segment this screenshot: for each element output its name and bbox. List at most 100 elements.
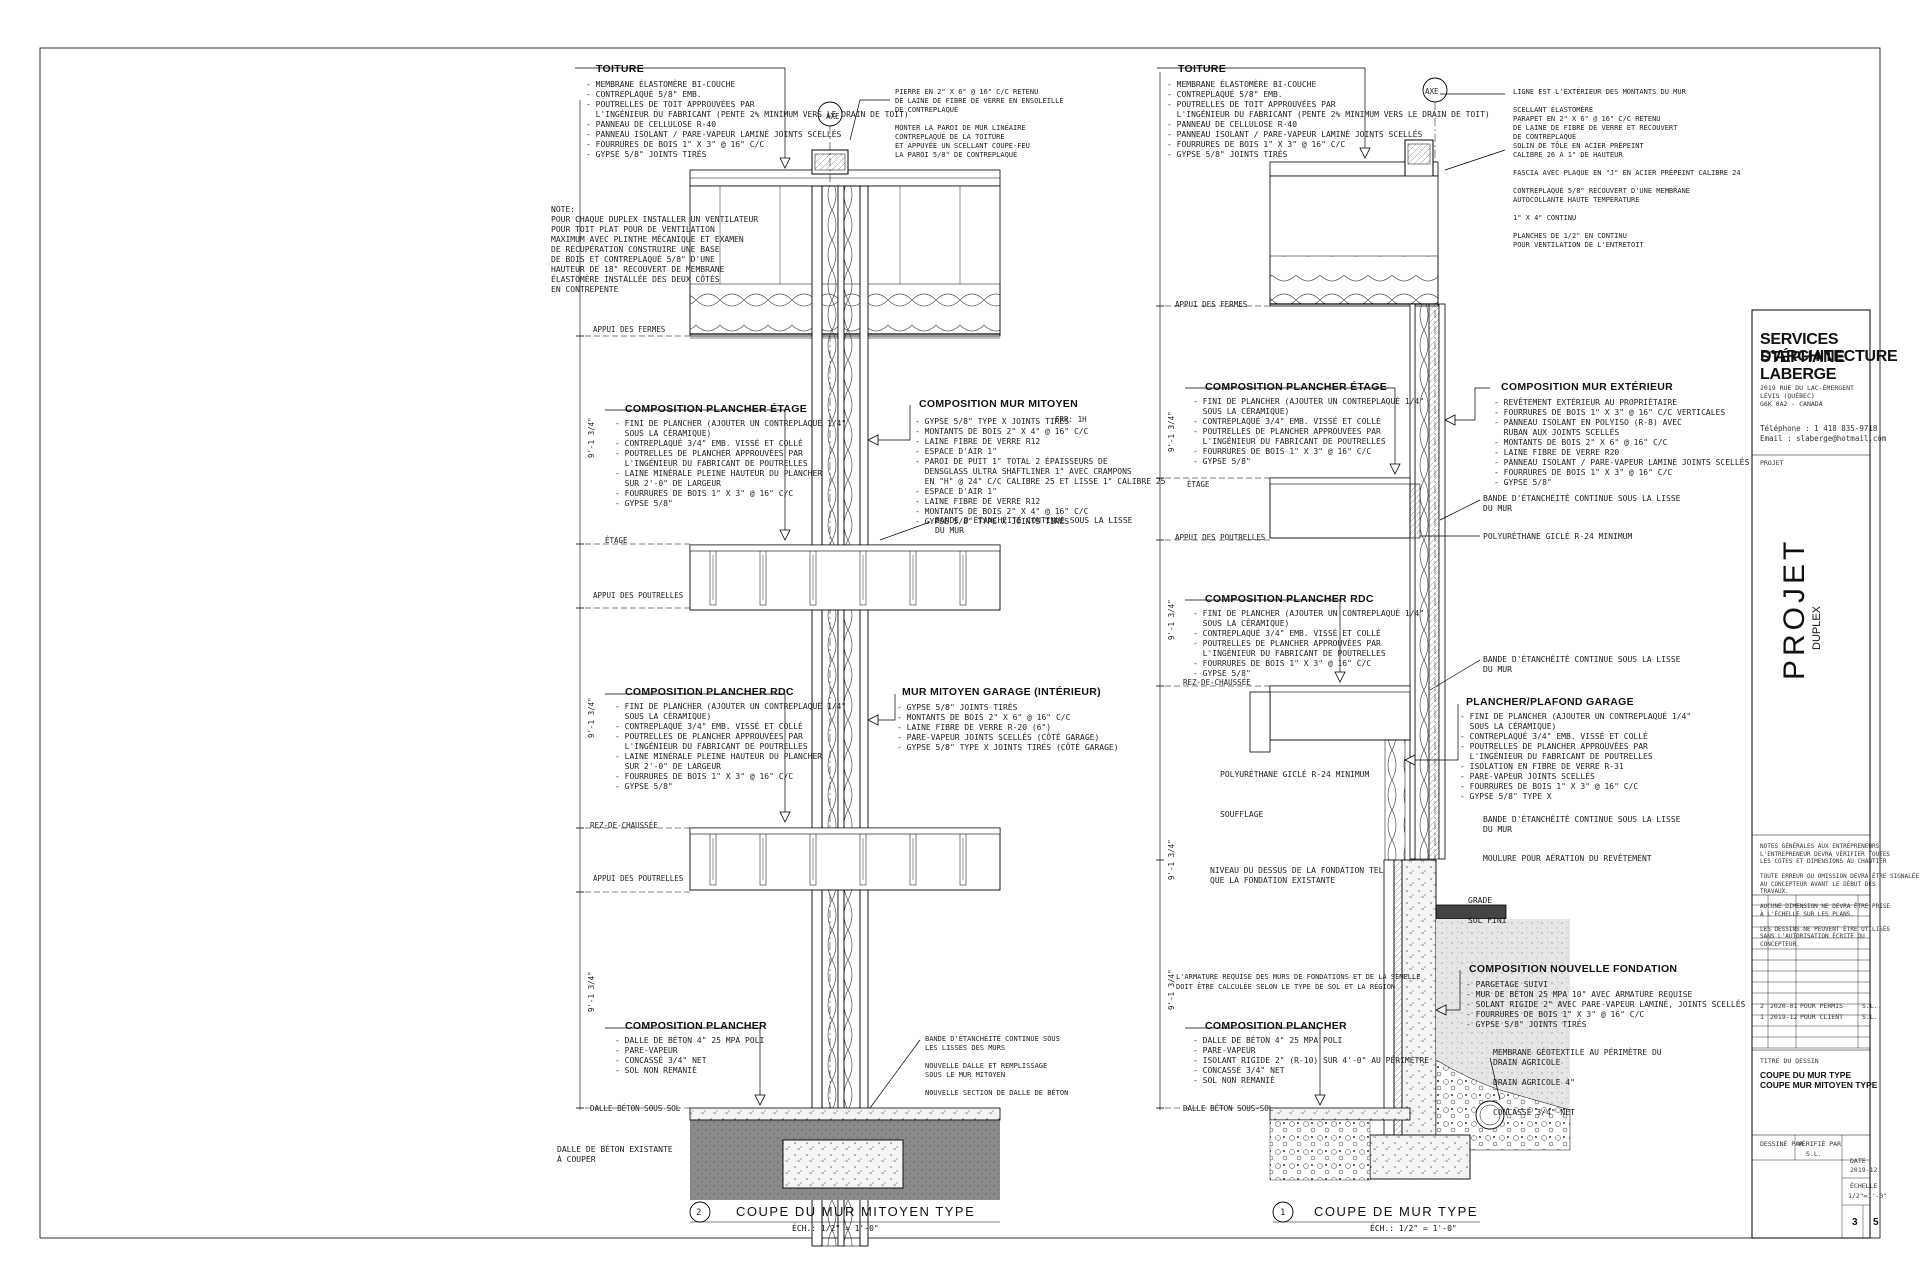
- left-roof-text: - MEMBRANE ÉLASTOMÈRE BI-COUCHE - CONTRE…: [586, 80, 909, 159]
- left-parapet-leader: [849, 99, 890, 141]
- right-floor-base-arrow: [1314, 1094, 1326, 1106]
- right-dim-3: 9'-1 3/4": [1167, 839, 1176, 880]
- left-level-appui-fermes: APPUI DES FERMES: [593, 325, 666, 334]
- left-section-title: COUPE DU MUR MITOYEN TYPE: [736, 1204, 976, 1219]
- left-roof-arrow: [779, 157, 791, 169]
- left-section-scale: ÉCH.: 1/2" = 1'-0": [792, 1224, 879, 1233]
- left-level-appui-poutrelles: APPUI DES POUTRELLES: [593, 591, 684, 600]
- rev-1-no: 2: [1760, 1002, 1764, 1010]
- right-axis-label: AXE: [1425, 87, 1439, 96]
- firm-name-line2: STÉPHANE LABERGE: [1760, 349, 1845, 383]
- left-floor-upper-arrow: [779, 529, 791, 541]
- right-garage-notes: POLYURÉTHANE GICLÉ R-24 MINIMUM SOUFFLAG…: [1220, 770, 1370, 819]
- left-section-number: 2: [696, 1208, 702, 1218]
- sheet-number: 3: [1852, 1217, 1858, 1228]
- left-axis-label: AXE: [826, 112, 840, 121]
- right-dim-4: 9'-1 3/4": [1167, 969, 1176, 1010]
- firm-contact: Téléphone : 1 418 835-9718 Email : slabe…: [1760, 424, 1887, 443]
- left-wall-batt-b: [843, 185, 861, 1247]
- right-floor-rdc: [1269, 685, 1411, 741]
- left-roof-title: TOITURE: [596, 63, 644, 75]
- right-roof-leader: [1157, 67, 1366, 158]
- left-footing: [782, 1139, 904, 1189]
- rev-2-desc: POUR CLIENT: [1800, 1013, 1844, 1021]
- right-foundation-title: COMPOSITION NOUVELLE FONDATION: [1469, 963, 1678, 975]
- right-dim-1: 9'-1 3/4": [1167, 411, 1176, 452]
- left-floor-rdc: [689, 827, 1001, 891]
- left-dim-3: 9'-1 3/4": [587, 971, 596, 1012]
- right-foundation-wall: [1401, 859, 1437, 1141]
- right-floor-rdc-leader: [1185, 599, 1341, 682]
- left-footing-notes: BANDE D'ÉTANCHÉITÉ CONTINUE SOUS LES LIS…: [925, 1035, 1069, 1097]
- right-section-title: COUPE DE MUR TYPE: [1314, 1204, 1478, 1219]
- right-floor-base-title: COMPOSITION PLANCHER: [1205, 1020, 1347, 1032]
- left-party-wall-text: - GYPSE 5/8" TYPE X JOINTS TIRÉS - MONTA…: [915, 417, 1166, 526]
- right-floor-rdc-deck: [1269, 685, 1411, 693]
- right-basement-slab: [1269, 1107, 1411, 1121]
- right-grade-label: GRADE SOL FINI: [1468, 896, 1507, 925]
- general-notes: NOTES GÉNÉRALES AUX ENTREPRENEURS L'ENTR…: [1760, 843, 1919, 948]
- right-section-scale: ÉCH.: 1/2" = 1'-0": [1370, 1224, 1457, 1233]
- right-floor-upper-text: - FINI DE PLANCHER (AJOUTER UN CONTREPLA…: [1193, 397, 1425, 466]
- right-garage-ceiling-arrow: [1404, 754, 1416, 766]
- checked-by: S.L.: [1806, 1150, 1822, 1158]
- left-floor-upper: [689, 544, 1001, 611]
- left-floor-rdc-text: - FINI DE PLANCHER (AJOUTER UN CONTREPLA…: [615, 702, 847, 791]
- right-floor-upper-title: COMPOSITION PLANCHER ÉTAGE: [1205, 381, 1388, 393]
- left-floor-upper-deck: [689, 544, 1001, 552]
- right-level-rdc: REZ-DE-CHAUSSÉE: [1183, 678, 1251, 687]
- left-roof-note: NOTE: POUR CHAQUE DUPLEX INSTALLER UN VE…: [551, 205, 759, 294]
- left-floor-rdc-leader: [605, 693, 786, 822]
- right-parapet-insulation: [1407, 143, 1431, 165]
- right-floor-base-text: - DALLE DE BÉTON 4" 25 MPA POLI - PARE-V…: [1193, 1036, 1430, 1085]
- right-roof-insulation: [1269, 255, 1439, 305]
- right-parapet-text: LIGNE EST L'EXTÉRIEUR DES MONTANTS DU MU…: [1513, 88, 1741, 249]
- left-parapet-text: PIERRE EN 2" X 6" @ 16" C/C RETENU DE LA…: [895, 88, 1064, 159]
- right-drain-leader: [1489, 1057, 1501, 1101]
- right-rim-insulation: [1409, 483, 1421, 539]
- left-floor-base-title: COMPOSITION PLANCHER: [625, 1020, 767, 1032]
- left-party-wall-rating: FRR: 1H: [1055, 415, 1087, 424]
- right-drain-pipe-inner: [1479, 1104, 1501, 1126]
- rev-2-no: 1: [1760, 1013, 1764, 1021]
- rev-1-desc: POUR PERMIS: [1800, 1002, 1844, 1010]
- rev-1-date: 2020-01: [1770, 1002, 1798, 1010]
- left-roof-leader: [575, 67, 786, 168]
- project-subtitle: DUPLEX: [1811, 605, 1823, 650]
- sheet-total: 5: [1873, 1217, 1879, 1228]
- left-floor-upper-title: COMPOSITION PLANCHER ÉTAGE: [625, 403, 808, 415]
- right-level-etage: ÉTAGE: [1187, 480, 1210, 489]
- right-garage-beam: [1249, 691, 1271, 753]
- right-floor-rdc-title: COMPOSITION PLANCHER RDC: [1205, 593, 1374, 605]
- left-garage-wall-text: - GYPSE 5/8" JOINTS TIRÉS - MONTANTS DE …: [897, 703, 1119, 752]
- right-moulure-note: MOULURE POUR AÉRATION DU REVÊTEMENT: [1483, 854, 1652, 863]
- scale-label: ÉCHELLE: [1850, 1182, 1878, 1190]
- right-floor-base-leader: [1185, 1027, 1321, 1105]
- right-garage-ceiling-text: - FINI DE PLANCHER (AJOUTER UN CONTREPLA…: [1460, 712, 1692, 801]
- left-wall-stud-b: [859, 185, 869, 1247]
- right-level-appui-poutrelles: APPUI DES POUTRELLES: [1175, 533, 1266, 542]
- right-foundation-level: NIVEAU DU DESSUS DE LA FONDATION TEL QUE…: [1210, 866, 1384, 885]
- left-floor-rdc-deck: [689, 827, 1001, 835]
- left-firestop-note: BANDE D'ÉTANCHÉITÉ CONTINUE SOUS LA LISS…: [935, 516, 1133, 535]
- rev-2-by: S.L.: [1862, 1013, 1878, 1021]
- left-level-etage: ÉTAGE: [605, 536, 628, 545]
- left-existing-slab: DALLE DE BÉTON EXISTANTE À COUPER: [557, 1145, 673, 1164]
- left-party-wall-arrow: [867, 434, 879, 446]
- left-footing-leader: [869, 1039, 921, 1109]
- right-footing: [1369, 1134, 1471, 1180]
- right-roof-title: TOITURE: [1178, 63, 1226, 75]
- right-found-furring: [1383, 859, 1395, 1136]
- right-ext-wall-title: COMPOSITION MUR EXTÉRIEUR: [1501, 381, 1674, 393]
- right-roof-arrow: [1359, 147, 1371, 159]
- right-floor-upper-deck: [1269, 477, 1411, 485]
- right-roof-text: - MEMBRANE ÉLASTOMÈRE BI-COUCHE - CONTRE…: [1167, 80, 1490, 159]
- right-foundation-text: - PARGETAGE SUIVI - MUR DE BÉTON 25 MPA …: [1466, 980, 1746, 1029]
- right-foundation-leader: [1440, 970, 1461, 1011]
- right-ext-wall-leader: [1450, 387, 1490, 421]
- right-dim-2: 9'-1 3/4": [1167, 599, 1176, 640]
- left-garage-wall-title: MUR MITOYEN GARAGE (INTÉRIEUR): [902, 686, 1101, 698]
- scale-value: 1/2"=1'-0": [1848, 1192, 1888, 1200]
- right-garage-ceiling-title: PLANCHER/PLAFOND GARAGE: [1466, 696, 1634, 708]
- left-level-appui-poutrelles-2: APPUI DES POUTRELLES: [593, 874, 684, 883]
